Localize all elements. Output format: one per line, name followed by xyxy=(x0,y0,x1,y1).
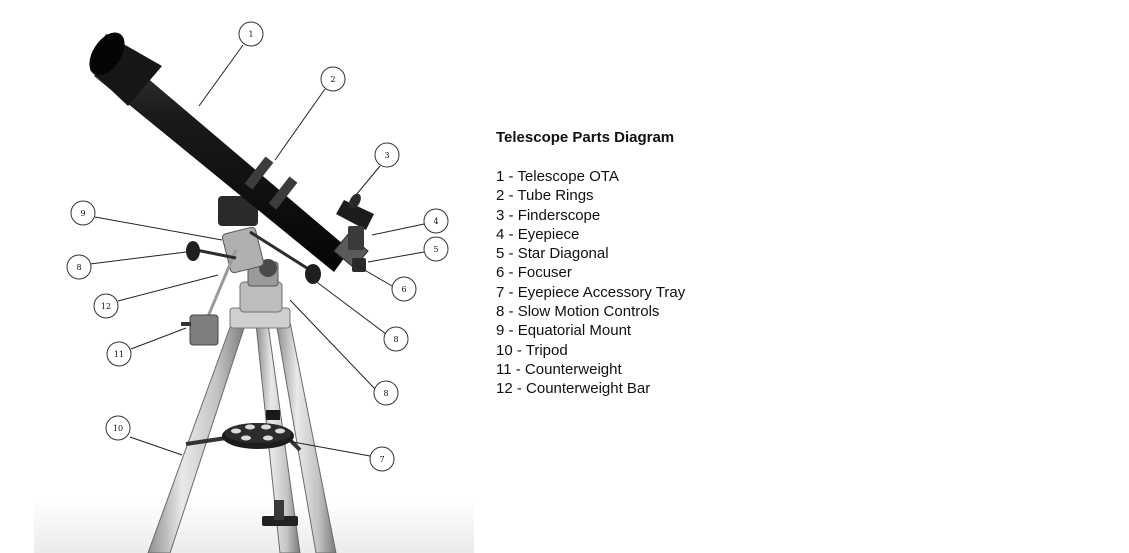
legend-item-name: Counterweight Bar xyxy=(526,380,651,398)
svg-text:5: 5 xyxy=(433,245,438,254)
floor-shade xyxy=(34,500,474,553)
callout-8-lower: 8 xyxy=(373,380,399,406)
legend-item-number: 4 xyxy=(496,225,505,243)
legend-item-number: 11 xyxy=(496,360,512,378)
legend-item-separator: - xyxy=(504,245,518,263)
legend-item: 2 - Tube Rings xyxy=(496,186,916,205)
legend-item-number: 2 xyxy=(496,187,505,205)
legend-item: 6 - Focuser xyxy=(496,263,916,282)
callout-10: 10 xyxy=(105,415,131,441)
callout-9: 9 xyxy=(70,200,96,226)
svg-text:8: 8 xyxy=(76,263,81,272)
legend-title: Telescope Parts Diagram xyxy=(496,129,675,146)
legend-item-number: 6 xyxy=(496,264,505,282)
legend-item-number: 7 xyxy=(496,283,505,301)
legend-item-separator: - xyxy=(512,341,526,359)
svg-text:9: 9 xyxy=(80,209,85,218)
svg-text:2: 2 xyxy=(330,75,335,84)
legend-item-number: 1 xyxy=(496,168,505,185)
legend-item-separator: - xyxy=(504,168,518,185)
svg-text:7: 7 xyxy=(379,455,384,464)
callout-2: 2 xyxy=(320,66,346,92)
legend-item-name: Eyepiece xyxy=(517,225,580,243)
svg-text:3: 3 xyxy=(384,151,389,160)
svg-text:1: 1 xyxy=(248,30,253,39)
accessory-tray-illustration xyxy=(222,410,294,449)
legend-item-separator: - xyxy=(512,380,527,398)
legend-item: 1 - Telescope OTA xyxy=(496,167,916,186)
legend-item: 9 - Equatorial Mount xyxy=(496,321,916,340)
legend-item-number: 3 xyxy=(496,206,505,224)
legend-item-separator: - xyxy=(511,360,525,378)
legend-item: 7 - Eyepiece Accessory Tray xyxy=(496,283,916,302)
legend-item-separator: - xyxy=(504,225,518,243)
callout-11: 11 xyxy=(106,341,132,367)
legend-item-separator: - xyxy=(504,264,518,282)
legend-item-name: Counterweight xyxy=(524,360,622,378)
legend-item: 5 - Star Diagonal xyxy=(496,244,916,263)
callout-8-upper: 8 xyxy=(383,326,409,352)
legend-item-separator: - xyxy=(504,322,518,340)
legend-item: 10 - Tripod xyxy=(496,341,916,360)
legend-item-number: 10 xyxy=(496,341,513,359)
legend-item: 4 - Eyepiece xyxy=(496,225,916,244)
legend-item-separator: - xyxy=(504,283,518,301)
callouts: 1 2 3 4 5 6 8 8 xyxy=(66,21,449,472)
legend-item-name: Slow Motion Controls xyxy=(517,303,660,321)
legend-item-number: 12 xyxy=(496,380,513,398)
callout-12: 12 xyxy=(93,293,119,319)
svg-text:8: 8 xyxy=(383,389,388,398)
legend-item-name: Eyepiece Accessory Tray xyxy=(517,283,686,301)
telescope-tube-illustration xyxy=(89,32,374,272)
legend-item-name: Finderscope xyxy=(517,206,601,224)
legend-item-number: 9 xyxy=(496,322,505,340)
legend-item-number: 8 xyxy=(496,303,505,321)
legend-item: 11 - Counterweight xyxy=(496,360,916,379)
legend-item-name: Focuser xyxy=(517,264,572,282)
legend-item-name: Tube Rings xyxy=(517,187,594,205)
parts-legend: Telescope Parts Diagram 1 - Telescope OT… xyxy=(496,129,916,399)
leader-lines xyxy=(89,44,425,457)
callout-6: 6 xyxy=(391,276,417,302)
legend-item-name: Equatorial Mount xyxy=(517,322,632,340)
callout-3: 3 xyxy=(374,142,400,168)
legend-item-separator: - xyxy=(504,206,518,224)
callout-7: 7 xyxy=(369,446,395,472)
legend-item-number: 5 xyxy=(496,245,505,263)
legend-item-name: Tripod xyxy=(525,341,568,359)
legend-item-name: Telescope OTA xyxy=(517,168,619,185)
svg-text:8: 8 xyxy=(393,335,398,344)
legend-item: 12 - Counterweight Bar xyxy=(496,379,916,398)
legend-item-name: Star Diagonal xyxy=(517,245,609,263)
svg-text:11: 11 xyxy=(114,350,124,359)
legend-item: 3 - Finderscope xyxy=(496,206,916,225)
svg-text:6: 6 xyxy=(401,285,406,294)
legend-item-separator: - xyxy=(504,187,518,205)
mount-illustration xyxy=(181,196,321,346)
svg-text:4: 4 xyxy=(433,217,438,226)
legend-item: 8 - Slow Motion Controls xyxy=(496,302,916,321)
svg-text:10: 10 xyxy=(113,424,123,433)
callout-8-left: 8 xyxy=(66,254,92,280)
svg-text:12: 12 xyxy=(101,302,111,311)
callout-1: 1 xyxy=(238,21,264,47)
callout-4: 4 xyxy=(423,208,449,234)
callout-5: 5 xyxy=(423,236,449,262)
legend-item-separator: - xyxy=(504,303,518,321)
